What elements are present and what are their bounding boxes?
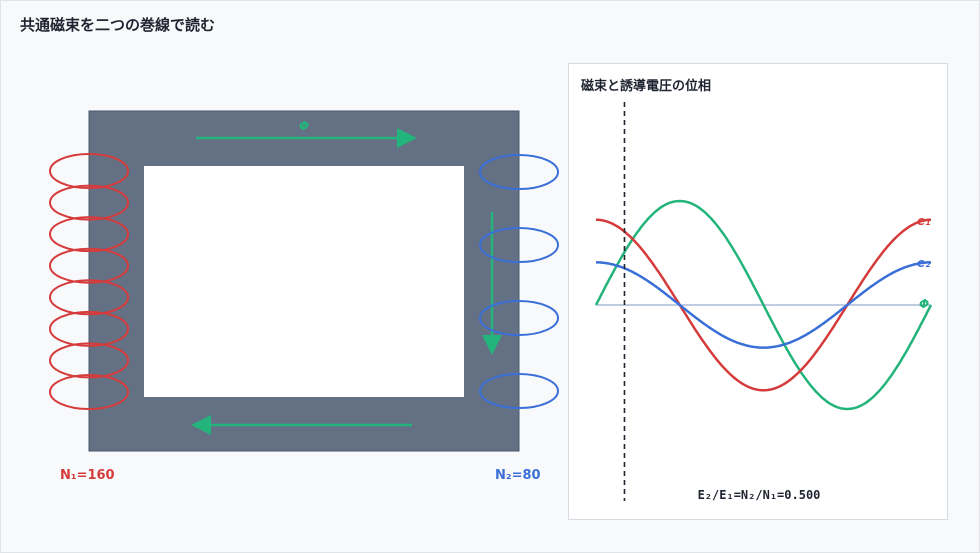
primary-winding: [49, 153, 129, 410]
primary-winding-loop: [49, 310, 129, 347]
primary-turns-label: N₁=160: [60, 468, 115, 483]
e1-label: e₁: [917, 214, 931, 228]
ratio-text: E₂/E₁=N₂/N₁=0.500: [697, 488, 821, 502]
primary-winding-loop: [49, 247, 129, 284]
phase-panel-title: 磁束と誘導電圧の位相: [581, 79, 712, 94]
e2-curve: [596, 261, 931, 349]
phi-label: Φ: [919, 297, 930, 311]
primary-winding-loop: [49, 374, 129, 410]
phase-panel: 磁束と誘導電圧の位相 e₁ e₂ Φ E₂/E₁=N₂/N₁=0.500: [568, 63, 948, 520]
page-title: 共通磁束を二つの巻線で読む: [20, 16, 216, 34]
phase-plot: [594, 102, 933, 501]
primary-winding-loop: [49, 184, 129, 221]
primary-winding-loop: [49, 216, 129, 253]
primary-winding-loop: [49, 279, 129, 316]
secondary-winding-loop: [479, 154, 559, 190]
e1-curve: [595, 218, 932, 392]
secondary-winding-loop: [479, 300, 559, 336]
primary-winding-loop: [49, 342, 129, 379]
flux-label: Φ: [299, 119, 309, 133]
secondary-turns-label: N₂=80: [495, 468, 541, 483]
primary-winding-loop: [49, 153, 129, 189]
secondary-winding-loop: [479, 373, 559, 409]
e2-label: e₂: [917, 256, 931, 270]
secondary-winding-loop: [479, 227, 559, 263]
phi-curve: [594, 199, 933, 411]
transformer-diagram: Φ: [49, 110, 559, 452]
secondary-winding: [479, 154, 559, 409]
core-window: [144, 166, 464, 397]
